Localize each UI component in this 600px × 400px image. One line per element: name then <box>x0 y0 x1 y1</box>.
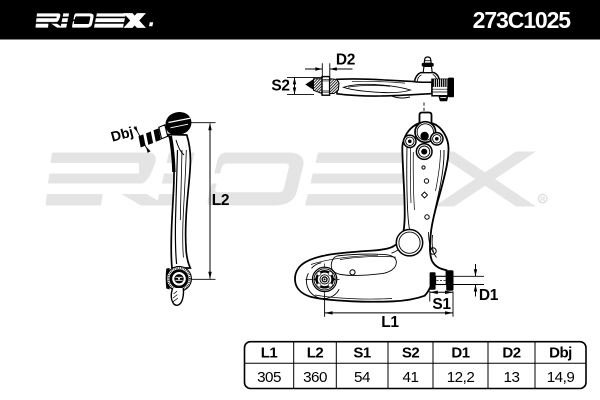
svg-text:12,2: 12,2 <box>447 369 475 386</box>
svg-text:L2: L2 <box>307 345 324 362</box>
svg-text:41: 41 <box>403 369 419 386</box>
svg-text:R: R <box>540 194 546 203</box>
svg-text:273C1025: 273C1025 <box>473 7 572 33</box>
svg-text:14,9: 14,9 <box>547 369 575 386</box>
svg-text:D1: D1 <box>479 287 499 304</box>
svg-text:S2: S2 <box>271 77 289 94</box>
svg-text:D2: D2 <box>502 345 520 362</box>
svg-text:S2: S2 <box>402 345 420 362</box>
svg-text:54: 54 <box>354 369 370 386</box>
svg-text:360: 360 <box>303 369 327 386</box>
svg-text:D1: D1 <box>451 345 469 362</box>
svg-text:L1: L1 <box>381 314 399 331</box>
svg-text:L2: L2 <box>212 192 230 209</box>
svg-text:L1: L1 <box>261 345 278 362</box>
svg-text:Dbj: Dbj <box>549 345 572 362</box>
svg-text:13: 13 <box>504 369 520 386</box>
svg-text:Dbj: Dbj <box>109 123 135 144</box>
svg-text:305: 305 <box>257 369 281 386</box>
svg-text:D2: D2 <box>336 51 355 68</box>
svg-text:S1: S1 <box>353 345 371 362</box>
svg-text:S1: S1 <box>432 296 451 313</box>
